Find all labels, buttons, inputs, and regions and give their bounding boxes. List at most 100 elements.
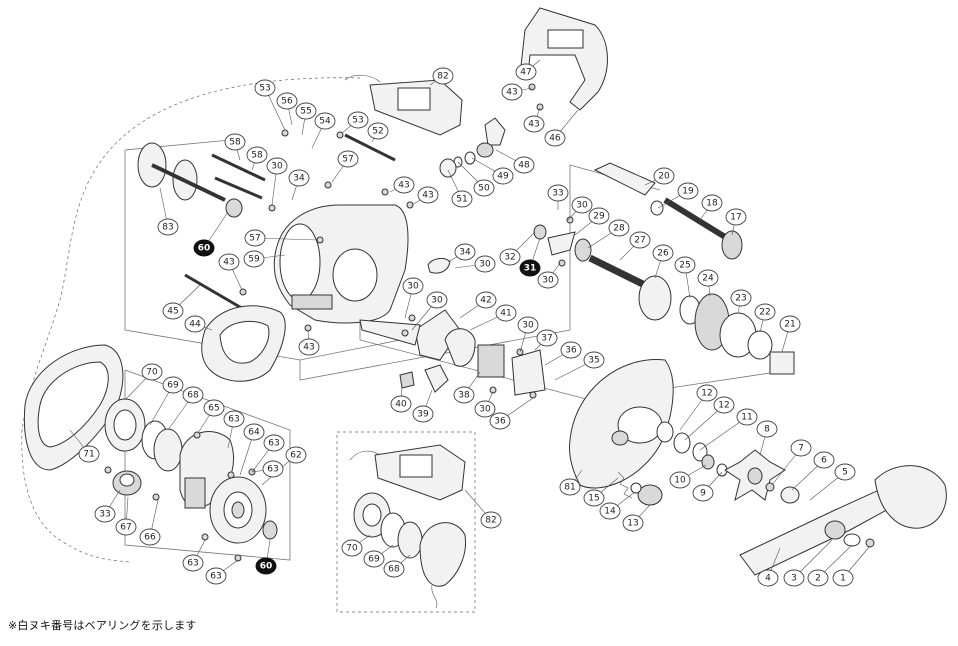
part-40 — [399, 371, 415, 389]
callout-43: 43 — [298, 338, 320, 356]
callout-number: 31 — [524, 264, 537, 274]
lever-46 — [519, 7, 608, 111]
callout-number: 60 — [260, 562, 273, 572]
callout-number: 20 — [658, 172, 670, 182]
callout-ring — [599, 502, 621, 520]
callout-30: 30 — [266, 157, 288, 175]
callout-ring — [653, 167, 675, 185]
callout-70: 70 — [141, 363, 163, 381]
callout-number: 18 — [706, 199, 718, 209]
callout-56: 56 — [276, 92, 298, 110]
callout-ring — [674, 256, 696, 274]
callout-ring — [266, 157, 288, 175]
callout-36: 36 — [560, 341, 582, 359]
callout-1: 1 — [832, 569, 854, 587]
callout-ring — [537, 271, 559, 289]
callout-number: 7 — [798, 444, 804, 454]
callout-ring — [162, 376, 184, 394]
callout-number: 62 — [290, 451, 301, 461]
callout-ring — [779, 315, 801, 333]
callout-30: 30 — [571, 196, 593, 214]
callout-ring — [417, 186, 439, 204]
callout-number: 69 — [368, 555, 380, 565]
footnote: ※白ヌキ番号はベアリングを示します — [8, 619, 197, 632]
callout-ring — [571, 196, 593, 214]
callout-62: 62 — [285, 446, 307, 464]
part-34 — [427, 257, 451, 274]
part-48 — [476, 142, 494, 158]
callout-ring — [263, 434, 285, 452]
callout-45: 45 — [162, 302, 184, 320]
callout-number: 53 — [352, 116, 363, 126]
bearing-60-upper — [225, 198, 243, 218]
part-38 — [477, 344, 505, 378]
callout-number: 1 — [840, 574, 846, 584]
callout-number: 70 — [146, 368, 158, 378]
callout-12: 12 — [713, 396, 735, 414]
callout-number: 63 — [210, 572, 221, 582]
callout-number: 52 — [372, 127, 383, 137]
callout-number: 9 — [700, 489, 706, 499]
callout-number: 35 — [588, 356, 599, 366]
callout-ring — [790, 439, 812, 457]
callout-number: 82 — [437, 72, 448, 82]
part-51 — [439, 158, 457, 178]
callout-6: 6 — [813, 451, 835, 469]
callout-number: 32 — [504, 253, 515, 263]
callout-ring — [677, 182, 699, 200]
callout-8: 8 — [756, 420, 778, 438]
callout-ring — [363, 550, 385, 568]
callout-ring — [807, 569, 829, 587]
handle-knob-5 — [874, 465, 947, 529]
callout-ring — [622, 514, 644, 532]
callout-ring — [141, 363, 163, 381]
callout-number: 68 — [187, 391, 199, 401]
callout-63: 63 — [223, 410, 245, 428]
callout-ring — [203, 399, 225, 417]
callout-ring — [523, 115, 545, 133]
inset-brake-housing — [419, 522, 467, 587]
callout-ring — [544, 129, 566, 147]
callout-43: 43 — [417, 186, 439, 204]
callout-63: 63 — [205, 567, 227, 585]
callout-number: 63 — [268, 439, 279, 449]
callout-number: 44 — [189, 320, 201, 330]
callout-number: 37 — [541, 334, 552, 344]
callout-ring — [501, 83, 523, 101]
callout-number: 24 — [702, 274, 714, 284]
part-12b — [673, 432, 691, 454]
callout-number: 50 — [478, 184, 490, 194]
callout-60: 60 — [255, 557, 277, 575]
callout-number: 22 — [759, 308, 770, 318]
callout-29: 29 — [588, 207, 610, 225]
callout-ring — [223, 410, 245, 428]
gear-28 — [574, 238, 592, 262]
rod-58b — [214, 176, 263, 200]
callout-number: 19 — [682, 187, 694, 197]
callout-number: 30 — [522, 321, 534, 331]
callout-number: 82 — [485, 516, 496, 526]
callout-66: 66 — [139, 528, 161, 546]
callout-11: 11 — [736, 408, 758, 426]
callout-ring — [588, 207, 610, 225]
callout-12: 12 — [696, 384, 718, 402]
callout-number: 70 — [346, 544, 358, 554]
callout-ring — [285, 446, 307, 464]
callout-57: 57 — [244, 229, 266, 247]
callout-ring — [697, 269, 719, 287]
callout-28: 28 — [608, 219, 630, 237]
callout-number: 30 — [542, 276, 554, 286]
callout-number: 12 — [701, 389, 712, 399]
callout-ring — [536, 329, 558, 347]
callout-number: 17 — [730, 213, 741, 223]
callout-number: 43 — [528, 120, 539, 130]
callout-68: 68 — [182, 386, 204, 404]
callout-number: 30 — [271, 162, 283, 172]
callout-number: 63 — [228, 415, 239, 425]
callout-30: 30 — [426, 291, 448, 309]
callout-48: 48 — [513, 156, 535, 174]
callout-ring — [276, 92, 298, 110]
callout-55: 55 — [295, 102, 317, 120]
callout-83: 83 — [157, 218, 179, 236]
callout-42: 42 — [475, 291, 497, 309]
